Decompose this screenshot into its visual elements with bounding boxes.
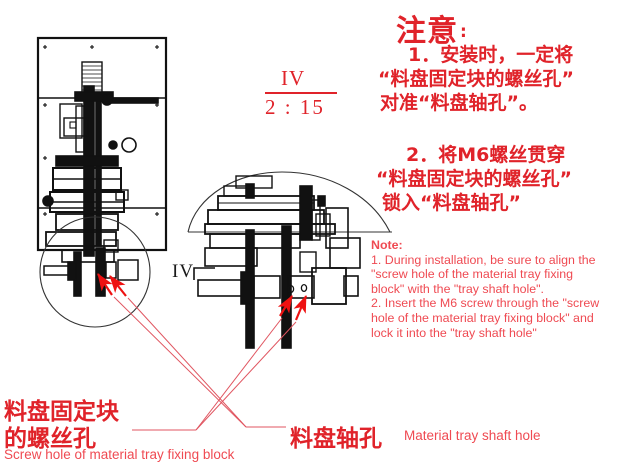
section-view-IV — [187, 171, 392, 349]
note-line: hole of the material tray fixing block" … — [371, 310, 594, 325]
note-line: "screw hole of the material tray fixing — [371, 267, 574, 282]
notice-item1-line2: “料盘固定块的螺丝孔” — [378, 68, 574, 90]
english-note-block: Note: 1. During installation, be sure to… — [371, 238, 639, 340]
front-view-assembly — [36, 36, 168, 297]
note-line: 1. During installation, be sure to align… — [371, 252, 596, 267]
notice-title: 注意 — [396, 14, 458, 49]
note-line: lock it into the "tray shaft hole" — [371, 325, 537, 340]
callout-arrows — [97, 273, 308, 321]
screw-hole-label-cn-line2: 的螺丝孔 — [4, 426, 96, 452]
detail-marker-label: IV — [172, 261, 195, 282]
detail-bracket — [193, 267, 215, 280]
note-line: 2. Insert the M6 screw through the "scre… — [371, 296, 600, 311]
screw-hole-label-cn-line1: 料盘固定块 — [4, 399, 119, 425]
note-heading: Note: — [371, 238, 403, 252]
shaft-hole-label-cn: 料盘轴孔 — [290, 426, 382, 452]
notice-item2-line2: “料盘固定块的螺丝孔” — [376, 168, 572, 190]
section-scale: 2 : 15 — [265, 95, 325, 119]
screw-hole-label-en: Screw hole of material tray fixing block — [4, 447, 235, 462]
note-line: block" with the "tray shaft hole". — [371, 281, 544, 296]
notice-item1-line1: 1．安装时，一定将 — [408, 44, 574, 66]
section-view-id: IV — [281, 66, 306, 90]
notice-item1-line3: 对准“料盘轴孔”。 — [380, 92, 538, 114]
leader-lines — [113, 296, 297, 431]
detail-circle-IV — [39, 216, 151, 328]
notice-item2-line3: 锁入“料盘轴孔” — [382, 192, 521, 214]
shaft-hole-label-en: Material tray shaft hole — [404, 428, 541, 443]
notice-item2-line1: 2．将M6螺丝贯穿 — [406, 144, 566, 166]
notice-title-colon: : — [460, 22, 467, 42]
section-callout-rule — [265, 92, 337, 94]
